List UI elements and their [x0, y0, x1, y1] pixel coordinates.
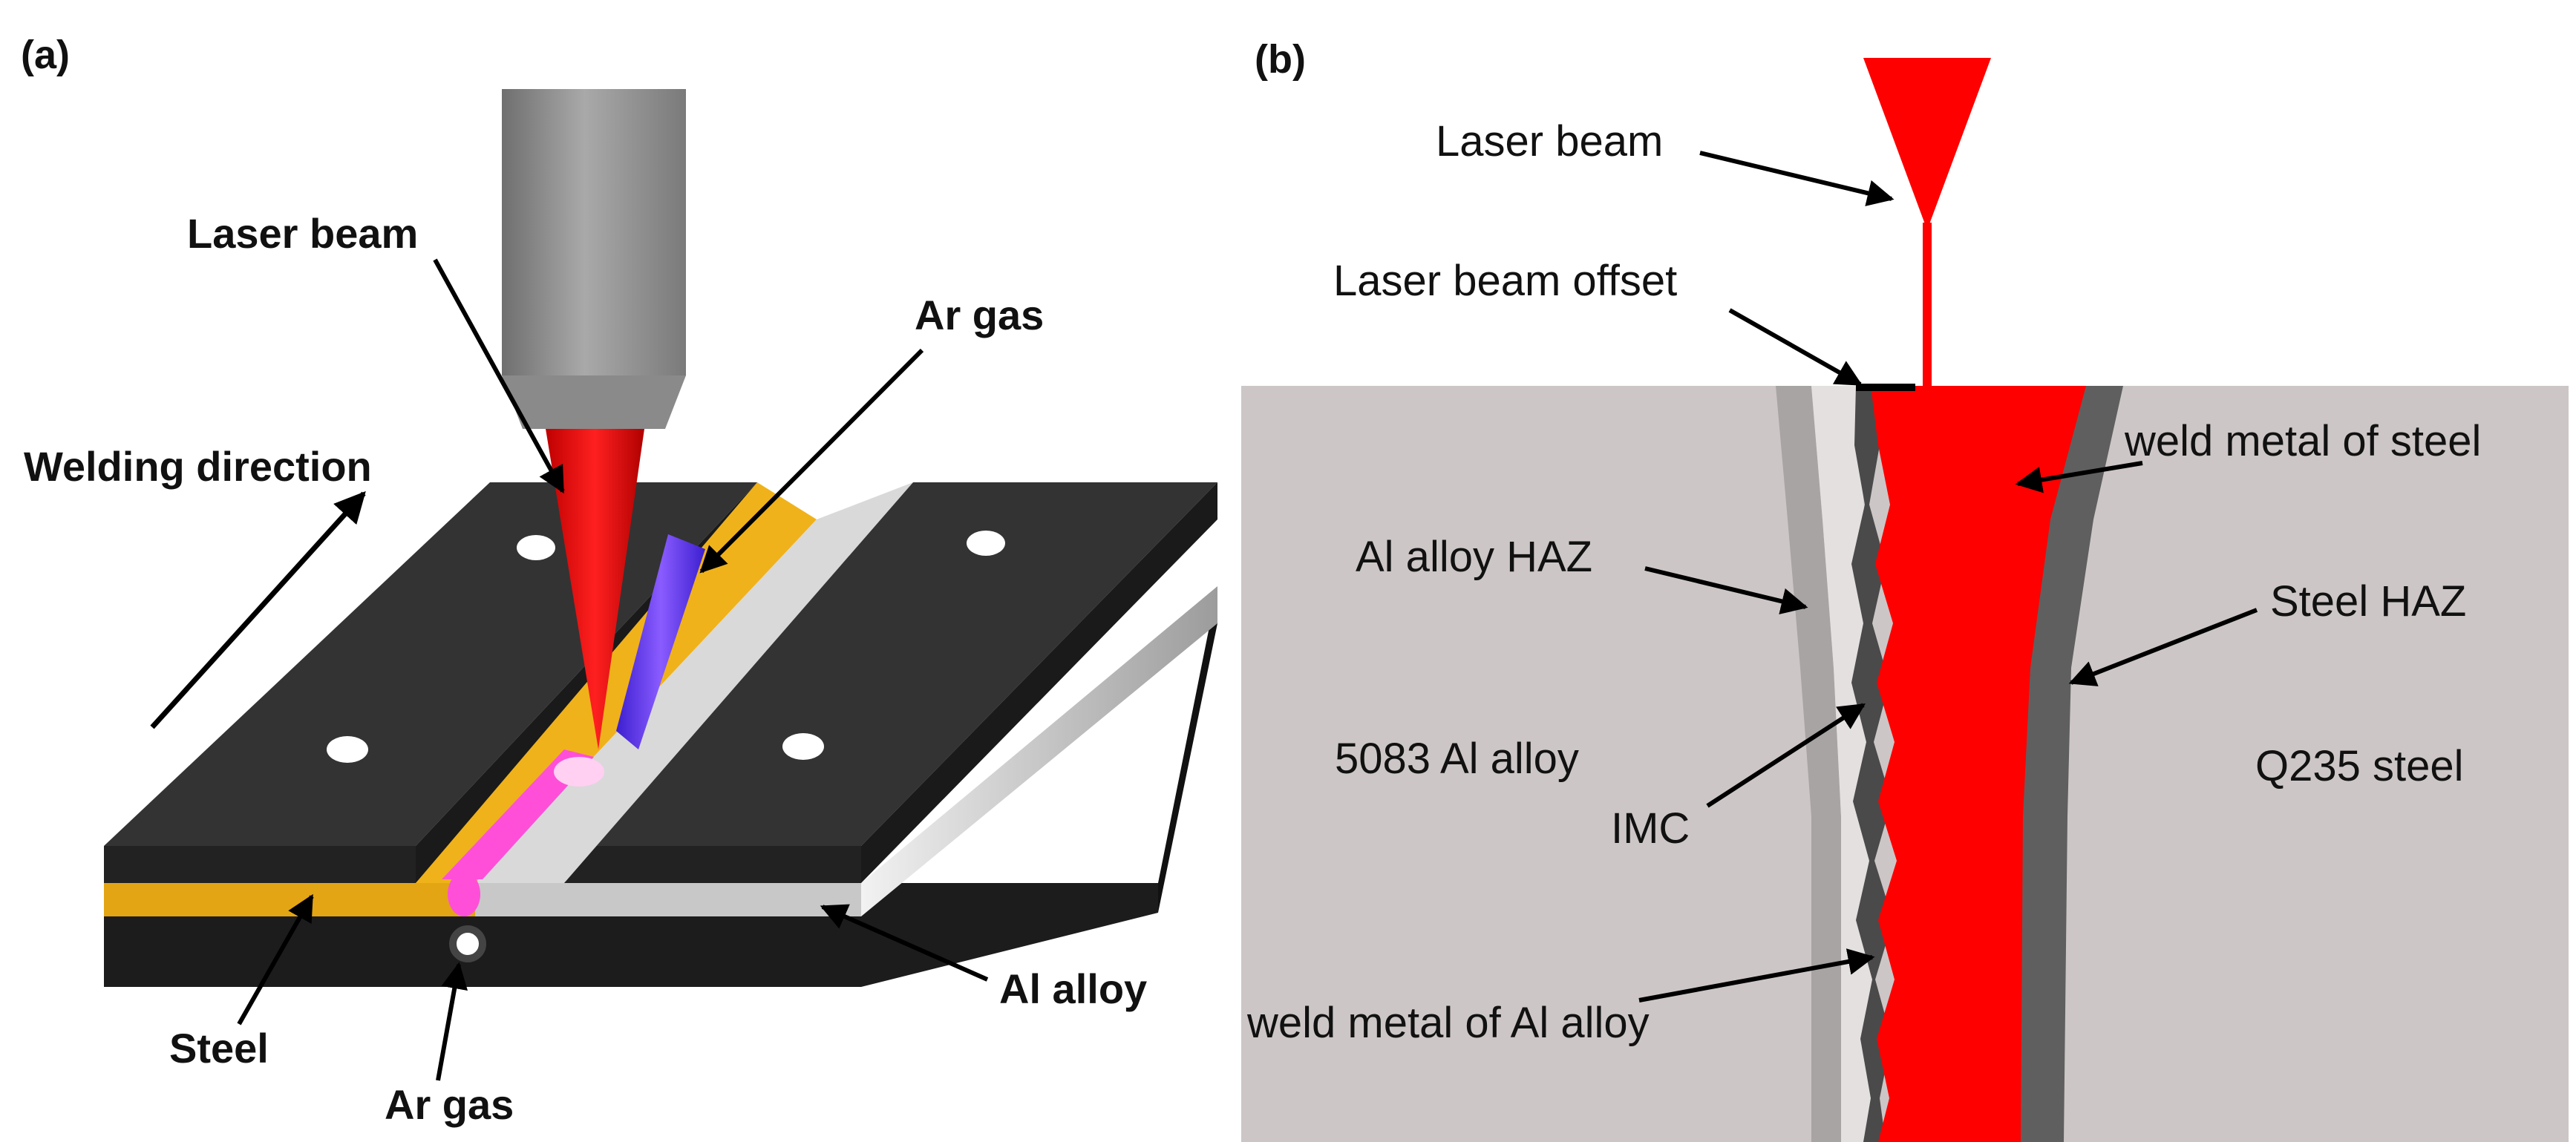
- leader-ar-gas-bottom: [436, 962, 468, 1081]
- al-plate: [475, 586, 1217, 916]
- bottom-gas-port: [449, 925, 486, 962]
- argon-nozzle: [616, 534, 705, 749]
- leader-laser-beam-b: [1699, 151, 1895, 206]
- right-clamp: [564, 482, 1217, 883]
- panel-b-tag: (b): [1255, 37, 1306, 82]
- leader-laser-beam-offset: [1728, 308, 1863, 387]
- al-haz-band: [1776, 386, 1841, 1142]
- label-q235-steel: Q235 steel: [2255, 742, 2464, 790]
- weld-bead: [442, 749, 604, 916]
- label-laser-beam-a: Laser beam: [187, 210, 418, 257]
- clamp-holes: [327, 531, 1005, 763]
- leader-weld-metal-steel: [2015, 461, 2143, 493]
- laser-beam-cone: [546, 429, 644, 749]
- label-al-alloy-a: Al alloy: [999, 965, 1147, 1012]
- leader-ar-gas-top: [699, 348, 924, 574]
- label-ar-gas-bottom: Ar gas: [385, 1081, 514, 1128]
- label-laser-beam-offset: Laser beam offset: [1333, 257, 1677, 305]
- label-steel: Steel: [169, 1025, 269, 1072]
- panel-a: (a): [21, 33, 1217, 1128]
- leader-al-alloy-haz: [1644, 566, 1808, 614]
- label-laser-beam-b: Laser beam: [1436, 117, 1663, 165]
- laser-head: [502, 89, 686, 429]
- leader-laser-beam-a: [433, 258, 565, 494]
- label-al-alloy-haz: Al alloy HAZ: [1356, 533, 1592, 581]
- panel-a-tag: (a): [21, 33, 70, 77]
- leader-al-alloy-a: [820, 904, 989, 982]
- label-5083-al-alloy: 5083 Al alloy: [1335, 735, 1579, 783]
- label-welding-direction: Welding direction: [24, 443, 372, 490]
- laser-beam-line: [1923, 223, 1932, 387]
- leader-imc: [1706, 703, 1866, 808]
- label-ar-gas-top: Ar gas: [915, 292, 1044, 338]
- welding-direction-arrow: [150, 490, 366, 729]
- leader-steel: [237, 893, 314, 1025]
- panel-b: (b) Laser beam Laser beam offset weld me…: [1241, 37, 2569, 1142]
- steel-haz-band: [2019, 386, 2123, 1142]
- label-weld-metal-steel: weld metal of steel: [2124, 417, 2481, 465]
- leader-weld-metal-al: [1638, 948, 1875, 1002]
- leader-steel-haz: [2068, 608, 2258, 686]
- label-imc: IMC: [1611, 804, 1690, 853]
- label-steel-haz: Steel HAZ: [2270, 577, 2466, 626]
- fusion-zone: [1871, 386, 2086, 1142]
- label-weld-metal-al: weld metal of Al alloy: [1246, 999, 1650, 1047]
- laser-beam-triangle: [1863, 58, 1991, 230]
